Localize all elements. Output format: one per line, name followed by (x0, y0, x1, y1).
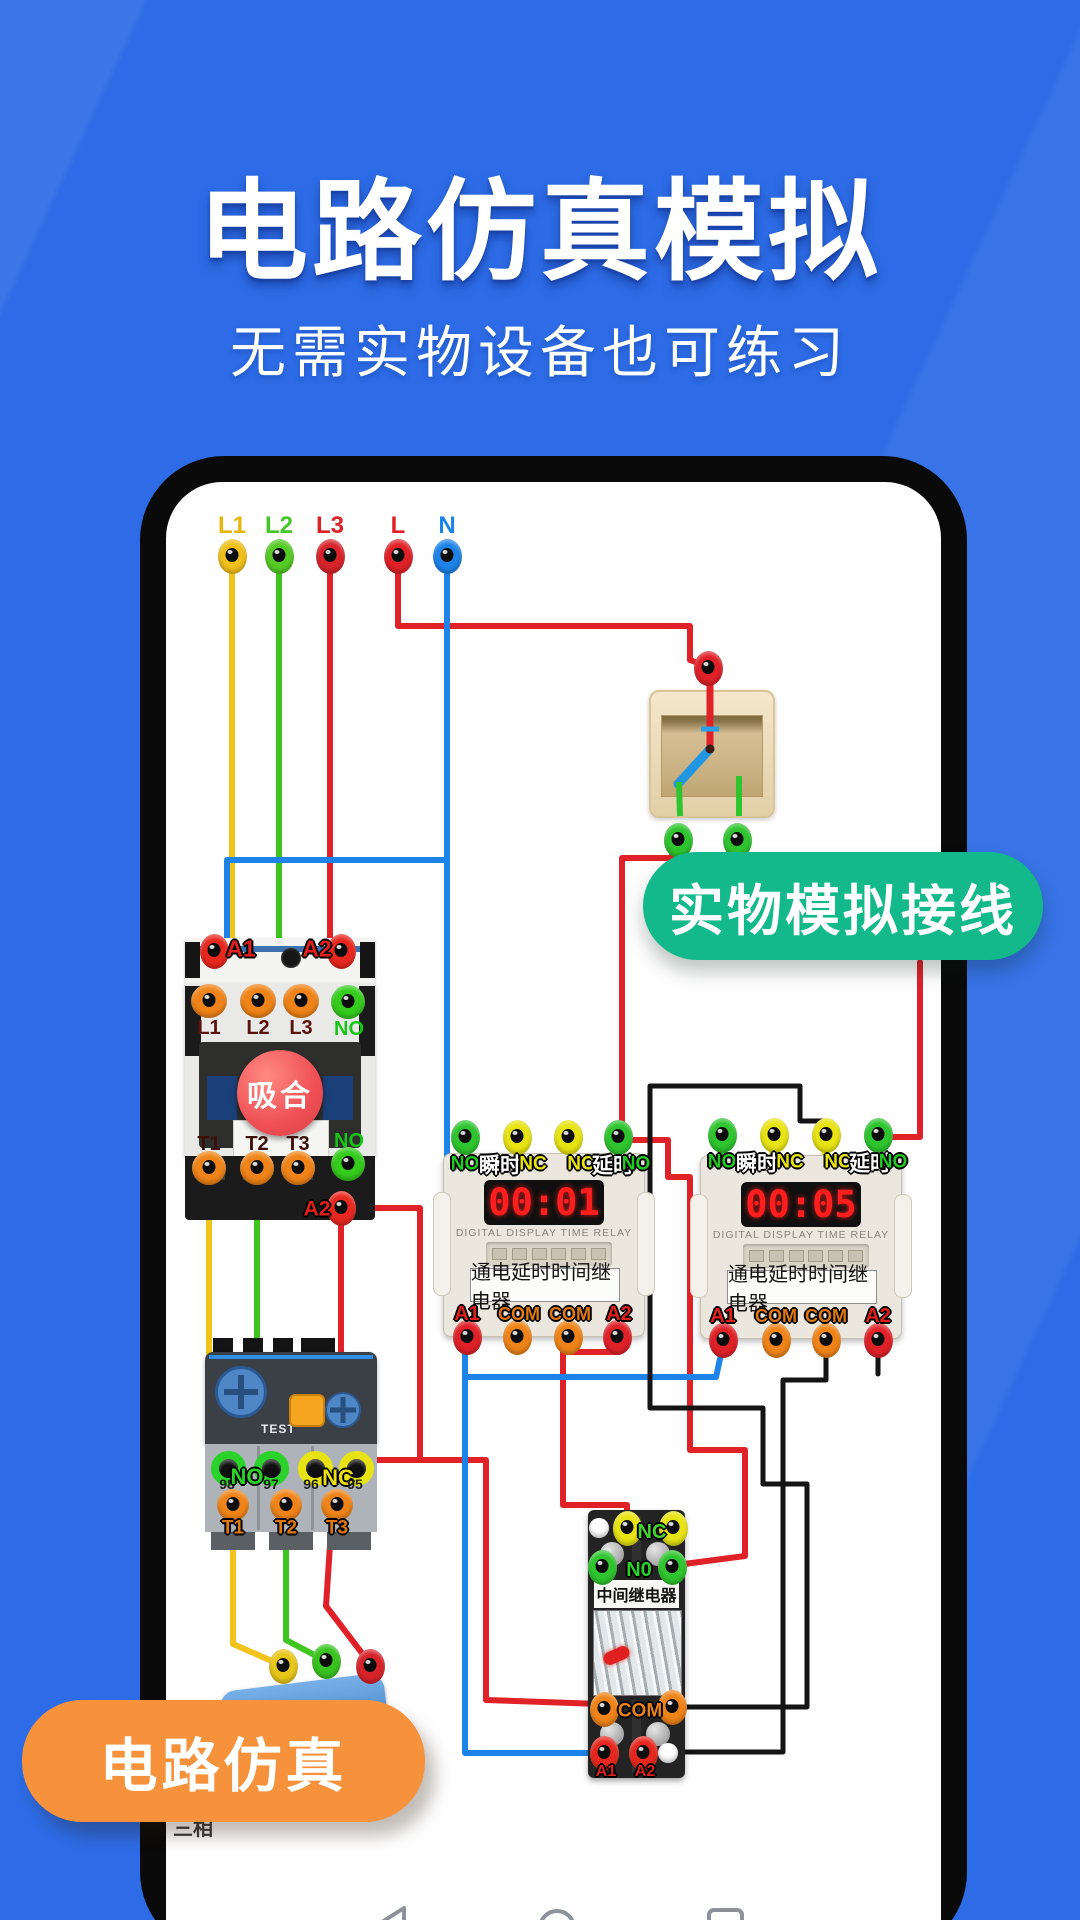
page-subtitle: 无需实物设备也可练习 (230, 321, 850, 384)
component-label: NC (322, 1465, 354, 1490)
component-label: L1 (217, 512, 247, 539)
switch-out2-terminal[interactable] (722, 822, 752, 858)
contactor-NO-top[interactable] (331, 985, 365, 1019)
component-label: NO (230, 1464, 264, 1489)
component-label: T1 (197, 1133, 221, 1155)
thermal-98[interactable] (210, 1450, 246, 1486)
component-label: L (390, 512, 406, 539)
component-label: N (438, 512, 456, 539)
component-label: 95 (347, 1476, 363, 1492)
component-label: T3 (325, 1517, 349, 1539)
contactor-window-left (207, 1076, 237, 1120)
component-label: L3 (315, 512, 345, 539)
wall-switch[interactable] (649, 680, 775, 818)
component-label: NO (334, 1130, 364, 1152)
time-relay-1-display: 00:01 (484, 1180, 604, 1225)
component-label: NO (450, 1153, 480, 1175)
component-label: COM (498, 1304, 540, 1324)
component-label: A1 (454, 1303, 480, 1325)
component-label: A2 (302, 935, 332, 962)
contactor-window-right (323, 1076, 353, 1120)
component-label: 瞬时 (736, 1152, 778, 1176)
component-label: T2 (274, 1517, 298, 1539)
thermal-prong (273, 1338, 293, 1354)
switch-lever[interactable] (673, 744, 715, 789)
relay-slot (632, 1700, 641, 1772)
component-label: L1 (197, 1017, 221, 1039)
component-label: L2 (264, 512, 294, 539)
contactor-tab-left (185, 942, 200, 978)
component-label: NO (334, 1018, 364, 1040)
component-label: NC (567, 1153, 595, 1175)
time-relay-tagline: DIGITAL DISPLAY TIME RELAY (455, 1226, 633, 1239)
contactor-T3[interactable] (281, 1151, 315, 1185)
component-label: COM (805, 1306, 847, 1326)
component-label: A2 (865, 1305, 891, 1327)
thermal-separator (257, 1446, 260, 1530)
component-label: A1 (226, 935, 256, 962)
component-label: 三相 (173, 1818, 213, 1840)
component-label: NC (637, 1521, 667, 1543)
thermal-test-label: TEST (261, 1422, 296, 1436)
component-label: COM (617, 1700, 663, 1722)
component-label: L3 (289, 1017, 313, 1039)
component-label: 97 (263, 1476, 279, 1492)
component-label: 96 (303, 1476, 319, 1492)
component-label: NC (824, 1151, 852, 1173)
component-label: L2 (246, 1017, 270, 1039)
badge-circuit-simulation: 电路仿真 (22, 1700, 425, 1822)
thermal-T1[interactable] (217, 1489, 249, 1521)
component-label: NO (621, 1153, 651, 1175)
thermal-separator (311, 1446, 314, 1530)
component-label: COM (549, 1304, 591, 1324)
component-label: NC (776, 1151, 804, 1173)
component-label: NC (519, 1153, 547, 1175)
component-label: N0 (626, 1559, 652, 1581)
thermal-97[interactable] (253, 1450, 289, 1486)
component-label: A2 (303, 1197, 331, 1221)
page-title: 电路仿真模拟 (198, 171, 882, 294)
contactor-screw (281, 948, 301, 968)
component-label: 瞬时 (479, 1154, 521, 1178)
component-label: A1 (710, 1305, 736, 1327)
thermal-current-dial[interactable] (215, 1366, 267, 1418)
badge-physical-wiring: 实物模拟接线 (643, 852, 1043, 960)
component-label: A2 (606, 1303, 632, 1325)
component-label: 98 (219, 1476, 235, 1492)
component-label: COM (755, 1306, 797, 1326)
component-label: A2 (634, 1763, 656, 1780)
time-relay-buttons[interactable] (486, 1242, 612, 1266)
component-label: T1 (221, 1517, 245, 1539)
thermal-blue-strip (209, 1355, 373, 1359)
component-label: NO (707, 1151, 737, 1173)
component-label: NO (878, 1151, 908, 1173)
contactor-NO-bottom[interactable] (331, 1147, 365, 1181)
contactor-pull-in-button[interactable]: 吸合 (237, 1050, 323, 1136)
wall-switch-internals (673, 680, 742, 817)
component-label: T3 (286, 1133, 310, 1155)
component-label: A1 (595, 1763, 617, 1780)
component-label: T2 (245, 1133, 269, 1155)
thermal-prong (213, 1338, 233, 1354)
